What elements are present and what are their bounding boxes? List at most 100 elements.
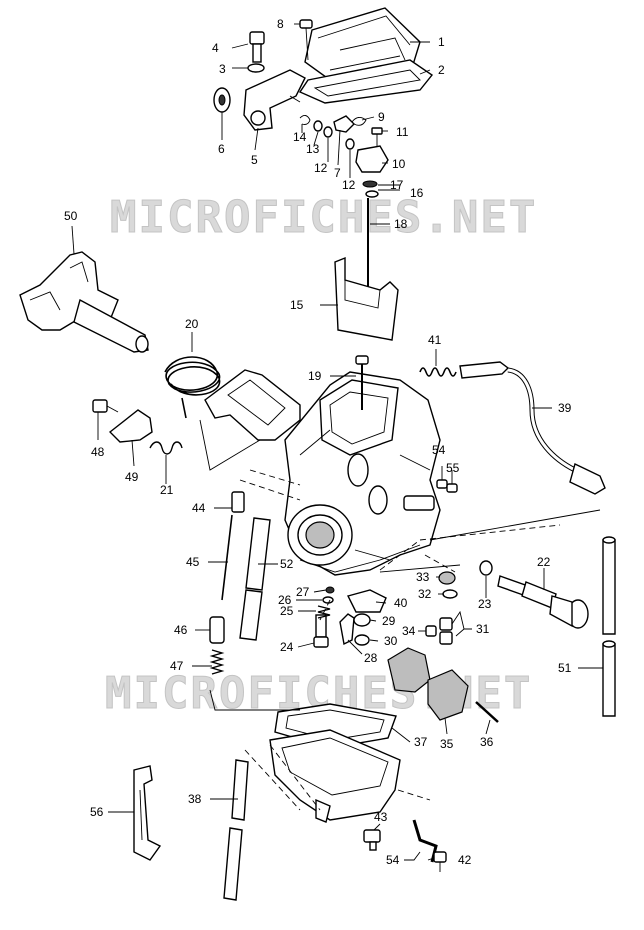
callout-51: 51 [558, 661, 572, 675]
callout-43: 43 [374, 810, 388, 824]
clip-17 [362, 180, 378, 188]
callout-54b: 54 [386, 853, 400, 867]
carburetor-top-cap [304, 7, 421, 81]
callout-18: 18 [394, 217, 408, 231]
washer-12b [345, 138, 355, 150]
washer-16 [365, 190, 379, 198]
callout-56: 56 [90, 805, 104, 819]
washer-12a [323, 126, 333, 138]
callout-31: 31 [476, 622, 490, 636]
jet-24 [313, 614, 329, 648]
callout-39: 39 [558, 401, 572, 415]
callout-32: 32 [418, 587, 432, 601]
callout-26: 26 [278, 593, 292, 607]
callout-25: 25 [280, 604, 294, 618]
starter-cable-39 [459, 361, 606, 495]
cable-holder-50 [19, 251, 149, 353]
leader-lines [71, 23, 603, 861]
tube-52 [239, 517, 271, 641]
callout-7: 7 [334, 166, 341, 180]
jet-29 [353, 613, 371, 627]
link-7 [333, 115, 355, 133]
callout-12b: 12 [342, 178, 356, 192]
drain-screw-43 [363, 829, 381, 851]
throttle-slide-15 [334, 256, 399, 341]
callout-41: 41 [428, 333, 442, 347]
callout-22: 22 [537, 555, 551, 569]
callout-12a: 12 [314, 161, 328, 175]
oring-23 [479, 560, 493, 576]
spring-25 [317, 605, 331, 619]
throttle-lever-5 [243, 69, 306, 131]
callout-36: 36 [480, 735, 494, 749]
callout-4: 4 [212, 41, 219, 55]
connecting-lines [199, 419, 601, 711]
washer-13 [313, 120, 323, 132]
callout-21: 21 [160, 483, 174, 497]
callout-9: 9 [378, 110, 385, 124]
callout-13: 13 [306, 142, 320, 156]
callout-55: 55 [446, 461, 460, 475]
washer-3 [247, 63, 265, 73]
callout-35: 35 [440, 737, 454, 751]
clip-9 [351, 117, 367, 126]
washer-6-hole [218, 94, 226, 106]
needle-45 [221, 514, 233, 601]
callout-23: 23 [478, 597, 492, 611]
clamp-56 [133, 765, 162, 861]
cap-gasket [298, 59, 434, 104]
plug-27 [325, 586, 335, 594]
callout-28: 28 [364, 651, 378, 665]
screw-54-55 [436, 479, 458, 493]
pilot-jet-44 [231, 491, 245, 513]
lever-49 [108, 409, 153, 443]
oring-32 [442, 589, 458, 599]
spring-20 [164, 356, 221, 419]
clip-14 [299, 115, 311, 125]
callout-54a: 54 [432, 443, 446, 457]
jet-34 [425, 625, 437, 637]
callout-14: 14 [293, 130, 307, 144]
callout-30: 30 [384, 634, 398, 648]
callout-42: 42 [458, 853, 472, 867]
callout-33: 33 [416, 570, 430, 584]
callout-40: 40 [394, 596, 408, 610]
callout-5: 5 [251, 153, 258, 167]
starter-plunger-22 [497, 575, 589, 629]
valve-28 [339, 613, 355, 646]
callout-2: 2 [438, 63, 445, 77]
tube-38 [223, 759, 249, 901]
callout-20: 20 [185, 317, 199, 331]
callout-labels: 1 2 3 4 5 6 7 8 9 10 11 12 12 13 14 15 1… [64, 17, 572, 867]
callout-6: 6 [218, 142, 225, 156]
float-chamber [269, 729, 401, 823]
callout-1: 1 [438, 35, 445, 49]
jet-30 [354, 634, 370, 646]
hose-51 [602, 536, 616, 717]
callout-29: 29 [382, 614, 396, 628]
spring-41 [419, 367, 457, 377]
callout-27: 27 [296, 585, 310, 599]
screw-48 [92, 399, 119, 413]
callout-17: 17 [390, 178, 404, 192]
callout-37: 37 [414, 735, 428, 749]
jet-46 [209, 616, 225, 644]
throttle-stop-screw-19 [355, 355, 369, 410]
plug-33 [438, 571, 456, 585]
callout-11: 11 [396, 125, 409, 139]
holder-10 [355, 145, 389, 173]
callout-48: 48 [91, 445, 105, 459]
callout-16: 16 [410, 186, 424, 200]
callout-45: 45 [186, 555, 200, 569]
callout-3: 3 [219, 62, 226, 76]
callout-46: 46 [174, 623, 188, 637]
callout-44: 44 [192, 501, 206, 515]
float-35 [387, 647, 469, 721]
watermark-top: MICROFICHES.NET [110, 192, 537, 243]
bracket-40 [346, 589, 387, 613]
callout-38: 38 [188, 792, 202, 806]
callout-49: 49 [125, 470, 139, 484]
callout-24: 24 [280, 640, 294, 654]
dashed-lines [239, 469, 561, 811]
